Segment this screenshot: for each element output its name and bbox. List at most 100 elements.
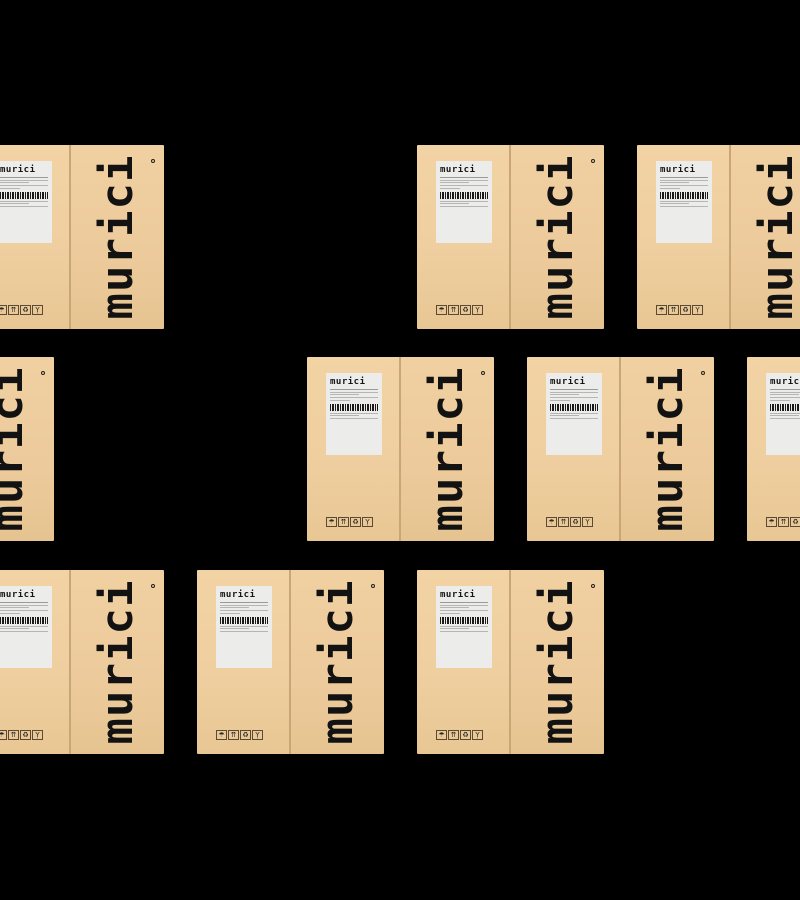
shipping-box: murici murici bbox=[0, 357, 54, 541]
box-front-panel: murici ☂ ⇈ ♻ Ỵ bbox=[747, 357, 800, 541]
umbrella-icon: ☂ bbox=[216, 730, 227, 740]
handling-symbols: ☂ ⇈ ♻ Ỵ bbox=[656, 305, 703, 315]
umbrella-icon: ☂ bbox=[766, 517, 777, 527]
recycle-icon: ♻ bbox=[460, 730, 471, 740]
label-logo: murici bbox=[440, 165, 476, 175]
shipping-label: murici bbox=[546, 373, 602, 455]
umbrella-icon: ☂ bbox=[0, 305, 7, 315]
box-front-panel: murici ☂ ⇈ ♻ Ỵ bbox=[0, 145, 71, 329]
box-logo: murici bbox=[751, 154, 800, 320]
fragile-glass-icon: Ỵ bbox=[582, 517, 593, 527]
shipping-label: murici bbox=[436, 586, 492, 668]
box-logo: murici bbox=[0, 366, 33, 532]
this-way-up-icon: ⇈ bbox=[338, 517, 349, 527]
this-way-up-icon: ⇈ bbox=[228, 730, 239, 740]
box-logo: murici bbox=[311, 579, 363, 745]
handling-symbols: ☂ ⇈ ♻ Ỵ bbox=[546, 517, 593, 527]
fragile-glass-icon: Ỵ bbox=[472, 305, 483, 315]
box-side-panel: murici bbox=[731, 145, 800, 329]
box-logo: murici bbox=[531, 579, 583, 745]
barcode bbox=[330, 403, 378, 411]
box-side-panel: murici bbox=[511, 570, 604, 754]
label-logo: murici bbox=[440, 590, 476, 600]
this-way-up-icon: ⇈ bbox=[8, 730, 19, 740]
box-side-panel: murici bbox=[0, 357, 54, 541]
box-front-panel: murici ☂ ⇈ ♻ Ỵ bbox=[417, 570, 511, 754]
recycle-icon: ♻ bbox=[240, 730, 251, 740]
shipping-label: murici bbox=[0, 161, 52, 243]
box-front-panel: murici ☂ ⇈ ♻ Ỵ bbox=[197, 570, 291, 754]
umbrella-icon: ☂ bbox=[656, 305, 667, 315]
shipping-box: murici ☂ ⇈ ♻ Ỵ murici bbox=[417, 145, 604, 329]
this-way-up-icon: ⇈ bbox=[448, 730, 459, 740]
recycle-icon: ♻ bbox=[680, 305, 691, 315]
barcode bbox=[220, 616, 268, 624]
fragile-glass-icon: Ỵ bbox=[472, 730, 483, 740]
shipping-box: murici ☂ ⇈ ♻ Ỵ murici bbox=[417, 570, 604, 754]
barcode bbox=[0, 191, 48, 199]
box-logo: murici bbox=[91, 579, 143, 745]
box-logo: murici bbox=[531, 154, 583, 320]
this-way-up-icon: ⇈ bbox=[558, 517, 569, 527]
handling-symbols: ☂ ⇈ ♻ Ỵ bbox=[326, 517, 373, 527]
shipping-box: murici ☂ ⇈ ♻ Ỵ murici bbox=[0, 145, 164, 329]
shipping-label: murici bbox=[216, 586, 272, 668]
registered-mark-icon bbox=[591, 584, 595, 588]
barcode bbox=[770, 403, 800, 411]
shipping-box: murici ☂ ⇈ ♻ Ỵ murici bbox=[637, 145, 800, 329]
handling-symbols: ☂ ⇈ ♻ Ỵ bbox=[0, 305, 43, 315]
umbrella-icon: ☂ bbox=[0, 730, 7, 740]
label-logo: murici bbox=[0, 165, 36, 175]
registered-mark-icon bbox=[371, 584, 375, 588]
registered-mark-icon bbox=[481, 371, 485, 375]
box-front-panel: murici ☂ ⇈ ♻ Ỵ bbox=[527, 357, 621, 541]
barcode bbox=[550, 403, 598, 411]
box-side-panel: murici bbox=[71, 145, 164, 329]
this-way-up-icon: ⇈ bbox=[8, 305, 19, 315]
box-side-panel: murici bbox=[401, 357, 494, 541]
box-front-panel: murici ☂ ⇈ ♻ Ỵ bbox=[307, 357, 401, 541]
fragile-glass-icon: Ỵ bbox=[32, 305, 43, 315]
this-way-up-icon: ⇈ bbox=[668, 305, 679, 315]
recycle-icon: ♻ bbox=[790, 517, 800, 527]
box-logo: murici bbox=[641, 366, 693, 532]
recycle-icon: ♻ bbox=[20, 730, 31, 740]
shipping-label: murici bbox=[656, 161, 712, 243]
handling-symbols: ☂ ⇈ ♻ Ỵ bbox=[216, 730, 263, 740]
shipping-label: murici bbox=[436, 161, 492, 243]
this-way-up-icon: ⇈ bbox=[778, 517, 789, 527]
fragile-glass-icon: Ỵ bbox=[362, 517, 373, 527]
recycle-icon: ♻ bbox=[460, 305, 471, 315]
box-side-panel: murici bbox=[291, 570, 384, 754]
label-logo: murici bbox=[220, 590, 256, 600]
fragile-glass-icon: Ỵ bbox=[692, 305, 703, 315]
label-logo: murici bbox=[770, 377, 800, 387]
box-side-panel: murici bbox=[621, 357, 714, 541]
barcode bbox=[0, 616, 48, 624]
registered-mark-icon bbox=[701, 371, 705, 375]
umbrella-icon: ☂ bbox=[546, 517, 557, 527]
registered-mark-icon bbox=[151, 584, 155, 588]
this-way-up-icon: ⇈ bbox=[448, 305, 459, 315]
handling-symbols: ☂ ⇈ ♻ Ỵ bbox=[436, 730, 483, 740]
umbrella-icon: ☂ bbox=[436, 305, 447, 315]
recycle-icon: ♻ bbox=[350, 517, 361, 527]
registered-mark-icon bbox=[151, 159, 155, 163]
box-front-panel: murici ☂ ⇈ ♻ Ỵ bbox=[417, 145, 511, 329]
barcode bbox=[440, 191, 488, 199]
shipping-box: murici ☂ ⇈ ♻ Ỵ murici bbox=[527, 357, 714, 541]
shipping-label: murici bbox=[0, 586, 52, 668]
registered-mark-icon bbox=[591, 159, 595, 163]
box-logo: murici bbox=[421, 366, 473, 532]
barcode bbox=[440, 616, 488, 624]
recycle-icon: ♻ bbox=[570, 517, 581, 527]
recycle-icon: ♻ bbox=[20, 305, 31, 315]
shipping-box: murici ☂ ⇈ ♻ Ỵ murici bbox=[747, 357, 800, 541]
handling-symbols: ☂ ⇈ ♻ Ỵ bbox=[0, 730, 43, 740]
label-logo: murici bbox=[550, 377, 586, 387]
box-side-panel: murici bbox=[71, 570, 164, 754]
box-front-panel: murici ☂ ⇈ ♻ Ỵ bbox=[637, 145, 731, 329]
shipping-box: murici ☂ ⇈ ♻ Ỵ murici bbox=[307, 357, 494, 541]
shipping-box: murici ☂ ⇈ ♻ Ỵ murici bbox=[197, 570, 384, 754]
